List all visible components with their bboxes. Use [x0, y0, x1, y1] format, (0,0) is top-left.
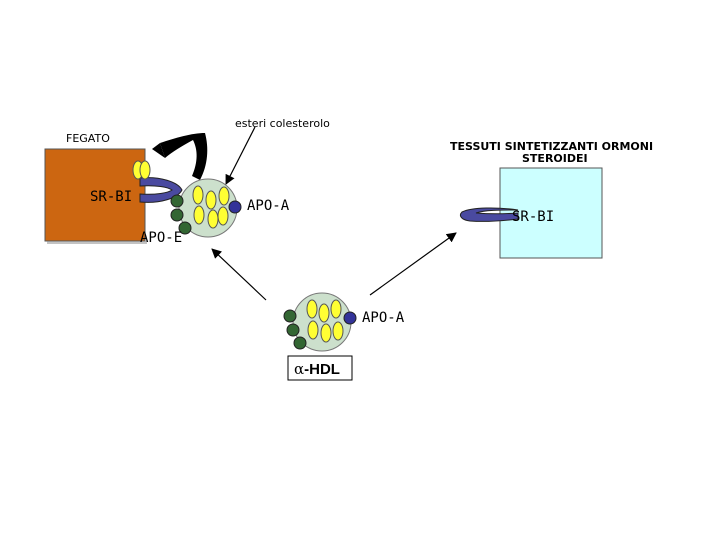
lipid-icon — [218, 186, 230, 206]
apoa-bottom-label: APO-A — [362, 310, 405, 326]
esters-label: esteri colesterolo — [235, 117, 330, 130]
hdl-particle-top — [170, 178, 242, 238]
tissue-label-line1: TESSUTI SINTETIZZANTI ORMONI — [450, 140, 653, 153]
apoe-icon — [178, 221, 192, 235]
alpha-symbol: α — [294, 360, 304, 378]
lipid-icon — [217, 206, 229, 226]
lipid-icon — [318, 303, 330, 323]
tissue-srbi-receptor — [459, 207, 519, 222]
liver-srbi-label: SR-BI — [90, 189, 132, 205]
lipid-icon — [139, 160, 151, 180]
arrow-to-tissue — [369, 232, 457, 296]
lipid-icon — [207, 209, 219, 229]
apoe-icon — [293, 336, 307, 350]
liver-label: FEGATO — [66, 132, 110, 145]
hdl-suffix: -HDL — [304, 361, 340, 378]
apoa-top-label: APO-A — [247, 198, 290, 214]
apoe-icon — [283, 309, 297, 323]
lipid-icon — [330, 299, 342, 319]
apoe-icon — [170, 194, 184, 208]
apoa-icon — [228, 200, 242, 214]
hdl-particle-bottom — [283, 292, 357, 352]
lipid-icon — [306, 299, 318, 319]
arrow-to-liver — [211, 248, 267, 301]
lipid-icon — [193, 205, 205, 225]
tissue-srbi-label: SR-BI — [512, 209, 554, 225]
lipid-icon — [307, 320, 319, 340]
apoe-icon — [286, 323, 300, 337]
alpha-hdl-label: α-HDL — [294, 360, 340, 378]
apoe-label: APO-E — [140, 230, 182, 246]
esters-arrow — [225, 126, 256, 185]
lipid-icon — [205, 190, 217, 210]
liver-srbi-receptor — [139, 177, 183, 203]
apoe-icon — [170, 208, 184, 222]
liver-box — [44, 148, 146, 242]
lipid-icon — [192, 185, 204, 205]
alpha-hdl-box — [287, 355, 353, 381]
tissue-label-line2: STEROIDEI — [522, 152, 588, 165]
lipid-icon — [332, 321, 344, 341]
apoa-icon — [343, 311, 357, 325]
curved-uptake-arrow — [160, 133, 208, 180]
lipid-icon — [320, 323, 332, 343]
